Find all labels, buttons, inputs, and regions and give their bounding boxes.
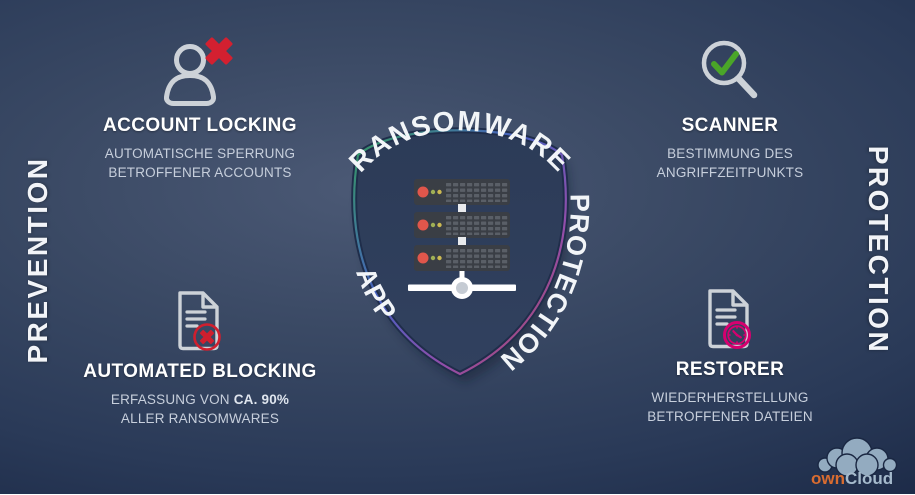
owncloud-logo: ownCloud bbox=[807, 434, 907, 490]
server-rack-icon bbox=[414, 179, 510, 271]
feature-title: ACCOUNT LOCKING bbox=[103, 115, 297, 136]
document-restore-icon bbox=[708, 289, 751, 349]
feature-automated-blocking: AUTOMATED BLOCKING ERFASSUNG VON CA. 90%… bbox=[40, 286, 360, 428]
logo-text-cloud: Cloud bbox=[845, 469, 893, 488]
feature-title: SCANNER bbox=[681, 115, 779, 136]
feature-line: AUTOMATISCHE SPERRUNG bbox=[104, 146, 296, 161]
user-blocked-icon bbox=[163, 37, 233, 106]
svg-text:ownCloud: ownCloud bbox=[811, 469, 893, 488]
feature-title: AUTOMATED BLOCKING bbox=[83, 361, 317, 382]
feature-line: ANGRIFFZEITPUNKTS bbox=[656, 165, 804, 181]
feature-line: ERFASSUNG VON CA. 90% bbox=[110, 392, 290, 407]
network-node-icon bbox=[408, 271, 516, 299]
server-connector bbox=[458, 237, 466, 246]
shield-rim bbox=[353, 129, 567, 376]
magnifier-check-icon bbox=[701, 40, 758, 99]
feature-title: RESTORER bbox=[675, 359, 785, 380]
feature-restorer: RESTORER WIEDERHERSTELLUNG BETROFFENER D… bbox=[570, 284, 890, 426]
server-connector bbox=[458, 204, 466, 213]
logo-text-own: own bbox=[811, 469, 845, 488]
feature-line: BETROFFENER ACCOUNTS bbox=[108, 165, 292, 181]
feature-line: BETROFFENER DATEIEN bbox=[647, 409, 813, 425]
feature-line: WIEDERHERSTELLUNG bbox=[651, 390, 809, 405]
feature-account-locking: ACCOUNT LOCKING AUTOMATISCHE SPERRUNG BE… bbox=[40, 34, 360, 182]
feature-scanner: SCANNER BESTIMMUNG DES ANGRIFFZEITPUNKTS bbox=[570, 36, 890, 182]
cloud-icon bbox=[817, 437, 898, 477]
x-badge-icon bbox=[193, 323, 221, 351]
document-blocked-icon bbox=[178, 291, 221, 351]
feature-line: BESTIMMUNG DES bbox=[667, 146, 793, 161]
x-badge-icon bbox=[205, 37, 233, 65]
check-icon bbox=[711, 51, 739, 76]
clock-badge-icon bbox=[723, 321, 751, 349]
feature-line: ALLER RANSOMWARES bbox=[120, 411, 280, 427]
